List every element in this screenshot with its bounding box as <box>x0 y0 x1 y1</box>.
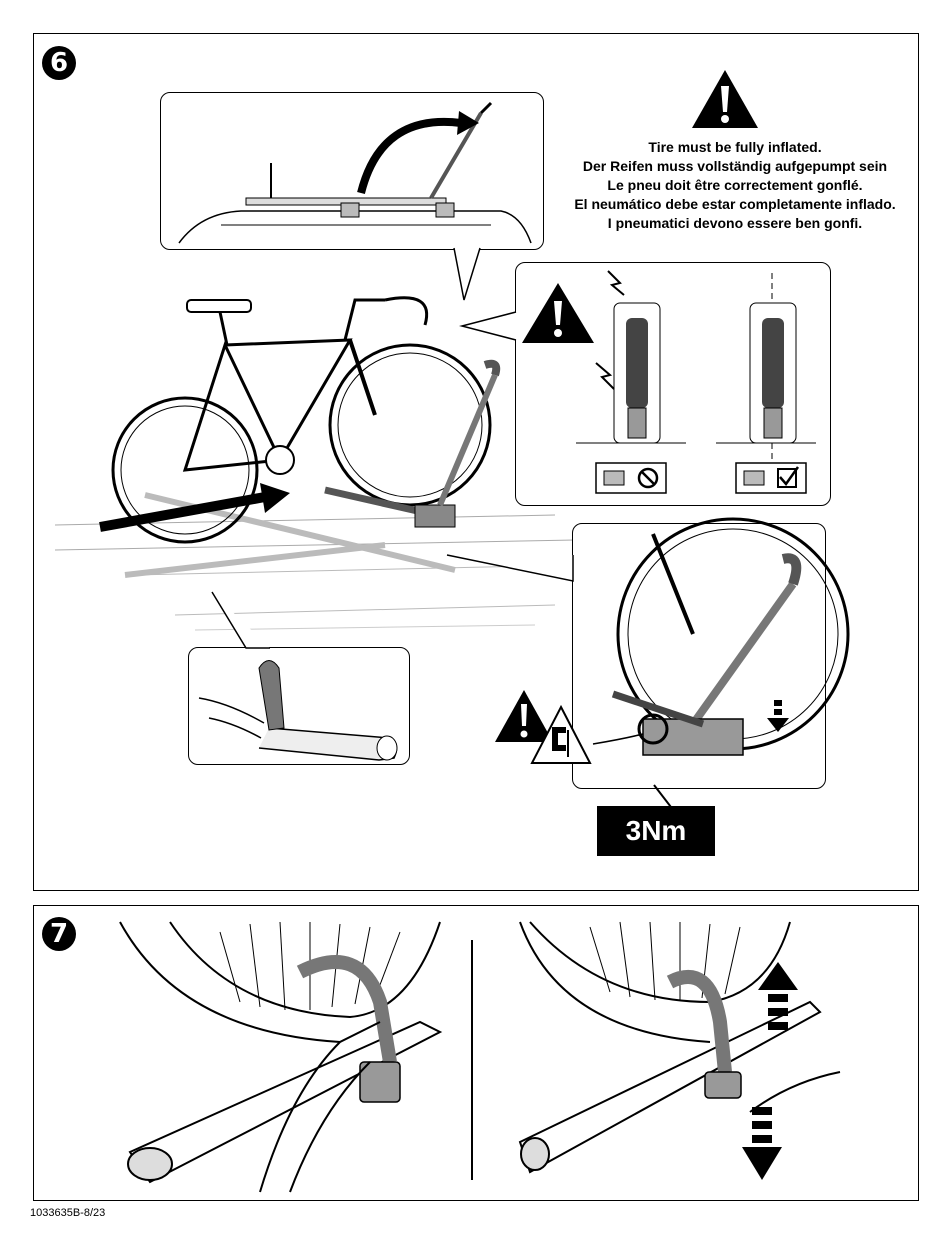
rack-rotate-illustration <box>161 93 545 251</box>
warning-triangle-icon <box>690 68 760 130</box>
check-icon <box>778 467 798 487</box>
strap-thread-illustration <box>120 912 460 1192</box>
torque-value-label: 3Nm <box>597 806 715 856</box>
callout-pointer-3 <box>210 590 280 650</box>
wheel-tray-callout <box>188 647 410 765</box>
arrow-down-icon <box>767 700 789 732</box>
callout-pointer-4 <box>445 535 575 585</box>
document-code: 1033635B-8/23 <box>30 1207 105 1219</box>
arrow-up-down-icon <box>742 962 798 1180</box>
torque-clamp-icon <box>530 705 592 767</box>
wheel-tray-illustration <box>189 648 411 766</box>
strap-tighten-illustration <box>520 912 840 1192</box>
clamp-detail-illustration <box>573 524 827 790</box>
rack-rotate-callout <box>160 92 544 250</box>
warning-line-es: El neumático debe estar completamente in… <box>540 195 930 214</box>
step-7-divider <box>471 940 473 1180</box>
warning-line-fr: Le pneu doit être correctement gonflé. <box>540 176 930 195</box>
warning-line-de: Der Reifen muss vollständig aufgepumpt s… <box>540 157 930 176</box>
tire-warning-text: Tire must be fully inflated. Der Reifen … <box>540 138 930 233</box>
warning-line-it: I pneumatici devono essere ben gonfi. <box>540 214 930 233</box>
warning-line-en: Tire must be fully inflated. <box>540 138 930 157</box>
step-7-number: 7 <box>42 917 76 951</box>
bike-on-roof-illustration <box>55 285 575 645</box>
clamp-detail-callout <box>572 523 826 789</box>
step-6-number: 6 <box>42 46 76 80</box>
